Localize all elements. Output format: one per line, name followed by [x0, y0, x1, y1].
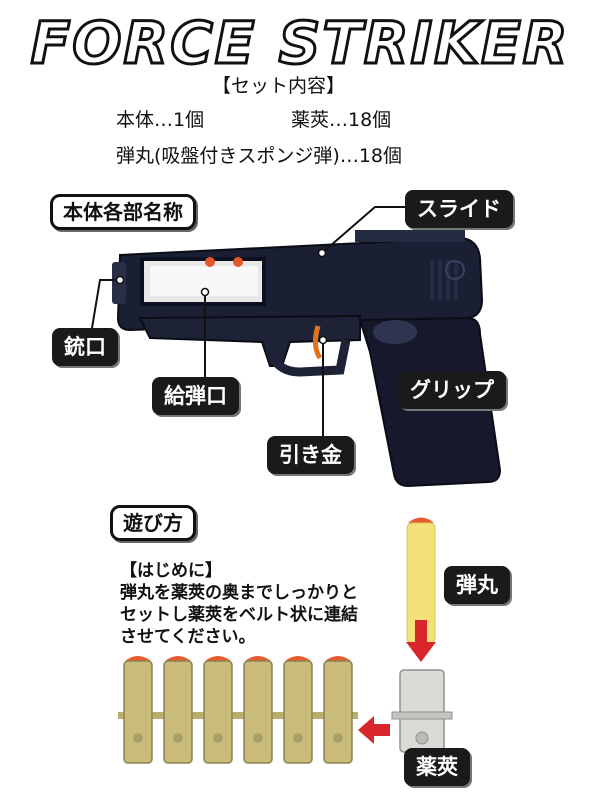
set-item-casing: 薬莢…18個 — [291, 109, 392, 131]
label-muzzle: 銃口 — [52, 328, 118, 366]
belt-casing-2 — [163, 656, 193, 764]
label-grip: グリップ — [398, 371, 506, 409]
set-item-body: 本体…1個 — [116, 109, 205, 131]
set-contents-heading: 【セット内容】 — [212, 75, 346, 97]
play-section-heading: 遊び方 — [110, 505, 196, 541]
casing-illustration — [391, 669, 453, 753]
intro-instructions: 【はじめに】 弾丸を薬莢の奥までしっかりと セットし薬莢をベルト状に連結 させて… — [120, 560, 358, 648]
intro-heading: 【はじめに】 — [120, 561, 222, 581]
leader-lines — [91, 206, 405, 436]
label-slide: スライド — [405, 190, 513, 228]
down-arrow-icon — [406, 620, 436, 662]
set-line-1-right: 薬莢…18個 — [291, 105, 391, 132]
intro-line-2: セットし薬莢をベルト状に連結 — [120, 605, 358, 625]
belt-casing-6 — [323, 656, 353, 764]
parts-section-heading: 本体各部名称 — [50, 194, 196, 230]
belt-casing-4 — [243, 656, 273, 764]
label-casing: 薬莢 — [404, 748, 470, 786]
belt-casing-5 — [283, 656, 313, 764]
label-bullet: 弾丸 — [444, 566, 510, 604]
intro-line-3: させてください。 — [120, 627, 256, 647]
label-trigger: 引き金 — [267, 436, 354, 474]
casing-belt-illustration — [118, 656, 358, 764]
belt-casing-3 — [203, 656, 233, 764]
belt-casing-1 — [123, 656, 153, 764]
left-arrow-icon — [358, 716, 390, 744]
set-line-1: 本体…1個 — [116, 105, 204, 132]
intro-line-1: 弾丸を薬莢の奥までしっかりと — [120, 583, 358, 603]
product-title: FORCE STRIKER — [29, 8, 570, 79]
label-feed-port: 給弾口 — [152, 377, 239, 415]
set-item-bullet: 弾丸(吸盤付きスポンジ弾)…18個 — [116, 145, 403, 167]
